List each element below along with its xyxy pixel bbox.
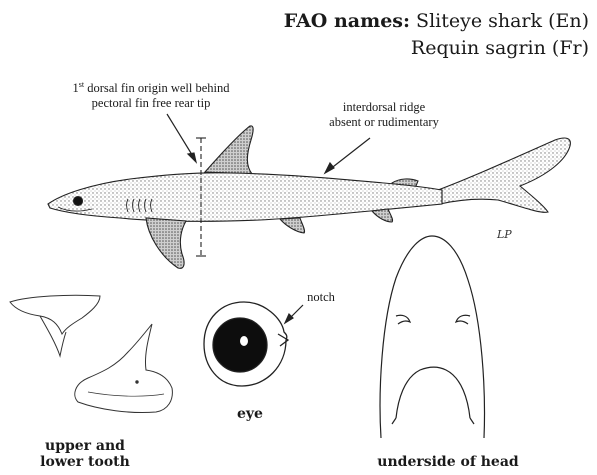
shark-eye: [74, 197, 83, 206]
nostril-right: [456, 315, 470, 324]
eye-drawing: [204, 302, 288, 386]
nostril-left: [396, 315, 410, 324]
artist-signature: LP: [496, 228, 512, 241]
shark-illustration: [48, 126, 570, 269]
upper-tooth: [10, 295, 100, 334]
eye-pupil: [213, 318, 267, 372]
anal-fin: [372, 209, 393, 222]
tooth-drawing: [10, 295, 172, 412]
pectoral-fin: [146, 218, 186, 268]
pelvic-fin: [280, 218, 305, 233]
mouth-outline: [396, 367, 470, 418]
lower-tooth: [75, 324, 173, 413]
caudal-fin: [438, 138, 570, 212]
head-underside-drawing: [380, 236, 484, 438]
first-dorsal-fin: [205, 126, 253, 174]
